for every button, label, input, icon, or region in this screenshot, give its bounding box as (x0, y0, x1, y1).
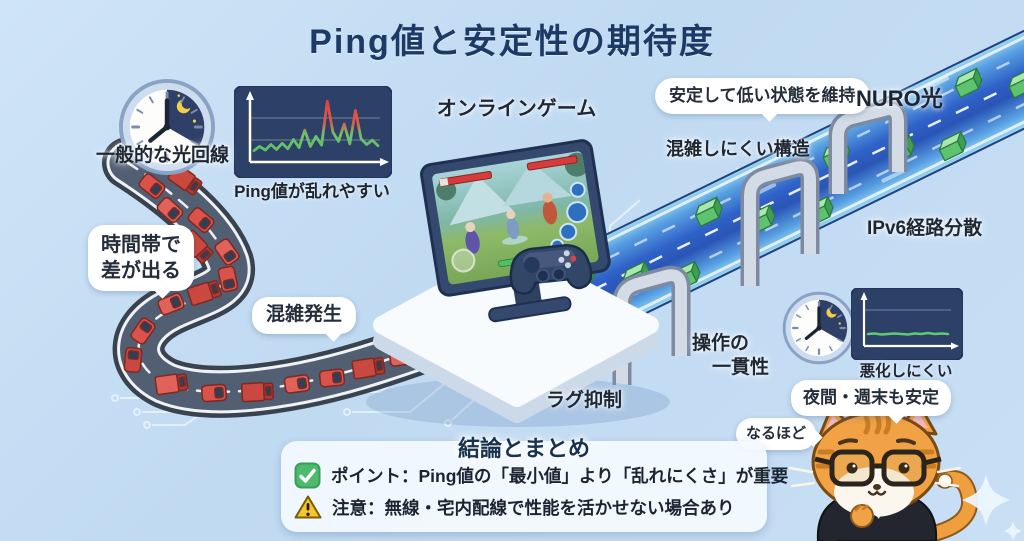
packet-icon (1008, 68, 1024, 99)
lag-suppression-label: ラグ抑制 (546, 390, 623, 411)
packet-icon (954, 67, 983, 99)
day-night-clock-icon-left (118, 78, 216, 176)
packet-icon (938, 131, 967, 162)
consistency-label: 操作の 一貫性 (692, 333, 770, 378)
truck-icon (154, 373, 189, 396)
online-game-label: オンラインゲーム (436, 98, 597, 120)
day-night-clock-icon-right (782, 291, 856, 365)
car-icon (157, 292, 185, 316)
check-icon (294, 462, 321, 489)
car-icon (217, 265, 239, 293)
sparkle-icon (962, 474, 1022, 541)
car-icon (283, 374, 311, 394)
car-icon (123, 346, 143, 374)
truck-icon (240, 381, 275, 403)
night-weekend-bubble: 夜間・週末も安定 (791, 380, 951, 424)
stable-chart-caption: 悪化しにくい (859, 363, 953, 380)
whiskers (788, 466, 962, 488)
gate-arches (612, 99, 908, 385)
nuro-provider-label: NURO光 (856, 86, 943, 111)
conclusion-title: 結論とまとめ (457, 436, 590, 461)
cat-mascot (788, 400, 978, 541)
congestion-resistant-label: 混雑しにくい構造 (666, 139, 810, 159)
car-icon (138, 173, 166, 199)
car-icon (130, 317, 156, 345)
infographic-title: Ping値と安定性の期待度 (309, 23, 715, 61)
ping-chart-caption: Ping値が乱れやすい (234, 182, 390, 201)
time-difference-bubble: 時間帯で 差が出る (88, 225, 194, 299)
general-line-label: 一般的な光回線 (96, 145, 230, 166)
conclusion-box: 結論とまとめ ポイント：Ping値の「最小値」より「乱れにくさ」が重要 注意：無… (281, 436, 788, 532)
car-icon (156, 196, 184, 224)
car-icon (214, 238, 240, 266)
warning-icon (294, 495, 322, 519)
gamepad-icon (509, 244, 593, 295)
packet-icon (694, 196, 723, 227)
conclusion-point-row: ポイント：Ping値の「最小値」より「乱れにくさ」が重要 (294, 462, 788, 489)
car-icon (187, 206, 215, 234)
conclusion-caution-row: 注意：無線・宅内配線で性能を活かせない場合あり (294, 494, 735, 520)
virtual-joystick (451, 248, 476, 273)
ping-fluctuation-chart (233, 85, 393, 183)
stable-ping-chart (850, 287, 964, 365)
truck-icon (186, 279, 222, 307)
congestion-bubble: 混雑発生 (252, 297, 357, 342)
car-icon (318, 368, 346, 388)
truck-icon (351, 356, 386, 380)
stable-low-bubble: 安定して低い状態を維持 (655, 78, 870, 122)
ipv6-routing-label: IPv6経路分散 (867, 218, 983, 239)
car-icon (200, 383, 228, 403)
